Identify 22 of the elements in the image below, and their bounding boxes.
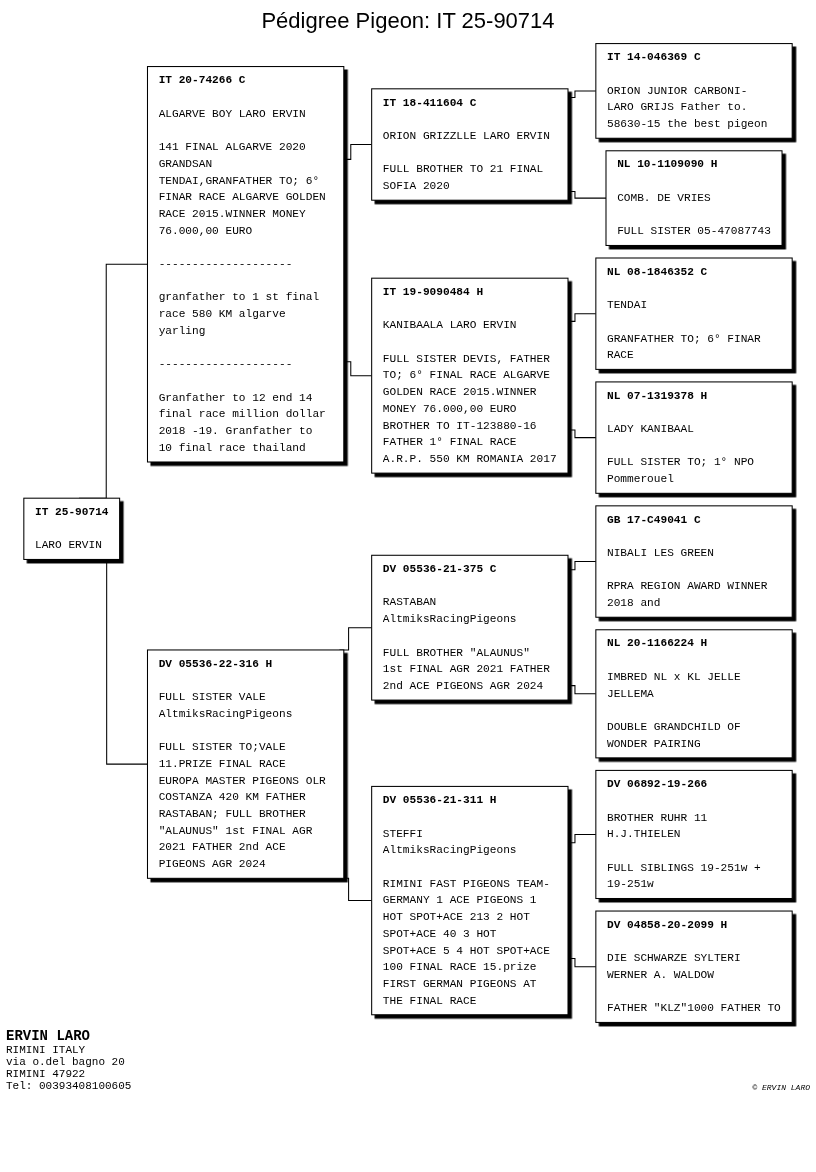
node-box: IT 19-9090484 H KANIBAALA LARO ERVIN FULL SISTER DEVIS, FATHER TO; 6° FINAL RACE ALGARVE GOLDEN RACE 2015.WINNER MONEY 76.000,00 EURO BROTHER TO IT-123880-16 FATHER 1° FINAL RACE A.R.P. 550 KM ROMANIA 2017 xyxy=(371,277,569,474)
node-box: GB 17-C49041 C NIBALI LES GREEN RPRA REGION AWARD WINNER 2018 and xyxy=(595,505,793,618)
node-box: IT 20-74266 C ALGARVE BOY LARO ERVIN 141 FINAL ALGARVE 2020 GRANDSAN TENDAI,GRANFATHER TO; 6° FINAR RACE ALGARVE GOLDEN RACE 2015.WINNER MONEY 76.000,00 EURO -------------------- granfather to 1 st final race 580 KM algarve yarling -------------------- Granfather to 12 end 14 final race million dollar 2018 -19. Granfather to 10 final race thailand xyxy=(146,66,345,463)
node-box: DV 04858-20-2099 H DIE SCHWARZE SYLTERI WERNER A. WALDOW FATHER "KLZ"1000 FATHER TO xyxy=(595,910,793,1023)
chart-title: Pédigree Pigeon: IT 25-90714 xyxy=(260,8,556,34)
node-box: IT 25-90714 LARO ERVIN xyxy=(23,497,121,560)
node-box: NL 07-1319378 H LADY KANIBAAL FULL SISTER TO; 1° NPO Pommerouel xyxy=(595,381,793,494)
node-box: NL 20-1166224 H IMBRED NL x KL JELLE JELLEMA DOUBLE GRANDCHILD OF WONDER PAIRING xyxy=(595,629,793,759)
address-line: Tel: 00393408100605 xyxy=(6,1080,132,1092)
address-line: RIMINI 47922 xyxy=(6,1068,87,1080)
node-box: NL 08-1846352 C TENDAI GRANFATHER TO; 6° FINAR RACE xyxy=(595,257,793,370)
address-line: via o.del bagno 20 xyxy=(6,1056,126,1068)
node-box: IT 18-411604 C ORION GRIZZLLE LARO ERVIN FULL BROTHER TO 21 FINAL SOFIA 2020 xyxy=(371,88,569,201)
copyright-note: © ERVIN LARO xyxy=(752,1083,810,1092)
node-box: IT 14-046369 C ORION JUNIOR CARBONI- LARO GRIJS Father to. 58630-15 the best pigeon xyxy=(595,43,793,139)
node-box: DV 05536-21-311 H STEFFI AltmiksRacingPigeons RIMINI FAST PIGEONS TEAM-GERMANY 1 ACE PIGEONS 1 HOT SPOT+ACE 213 2 HOT SPOT+ACE 40 3 HOT SPOT+ACE 5 4 HOT SPOT+ACE 100 FINAL RACE 15.prize FIRST GERMAN PIGEONS AT THE FINAL RACE xyxy=(371,785,569,1016)
node-box: DV 05536-22-316 H FULL SISTER VALE AltmiksRacingPigeons FULL SISTER TO;VALE 11.PRIZE FINAL RACE EUROPA MASTER PIGEONS OLR COSTANZA 420 KM FATHER RASTABAN; FULL BROTHER "ALAUNUS" 1st FINAL AGR 2021 FATHER 2nd ACE PIGEONS AGR 2024 xyxy=(146,649,345,879)
node-box: DV 06892-19-266 BROTHER RUHR 11 H.J.THIELEN FULL SIBLINGS 19-251w + 19-251w xyxy=(595,769,793,900)
node-box: DV 05536-21-375 C RASTABAN AltmiksRacingPigeons FULL BROTHER "ALAUNUS" 1st FINAL AGR 2021 FATHER 2nd ACE PIGEONS AGR 2024 xyxy=(371,554,569,701)
address-line: RIMINI ITALY xyxy=(6,1044,87,1056)
sender-name: ERVIN LARO xyxy=(6,1028,91,1044)
node-box: NL 10-1109090 H COMB. DE VRIES FULL SISTER 05-47087743 xyxy=(605,150,783,246)
